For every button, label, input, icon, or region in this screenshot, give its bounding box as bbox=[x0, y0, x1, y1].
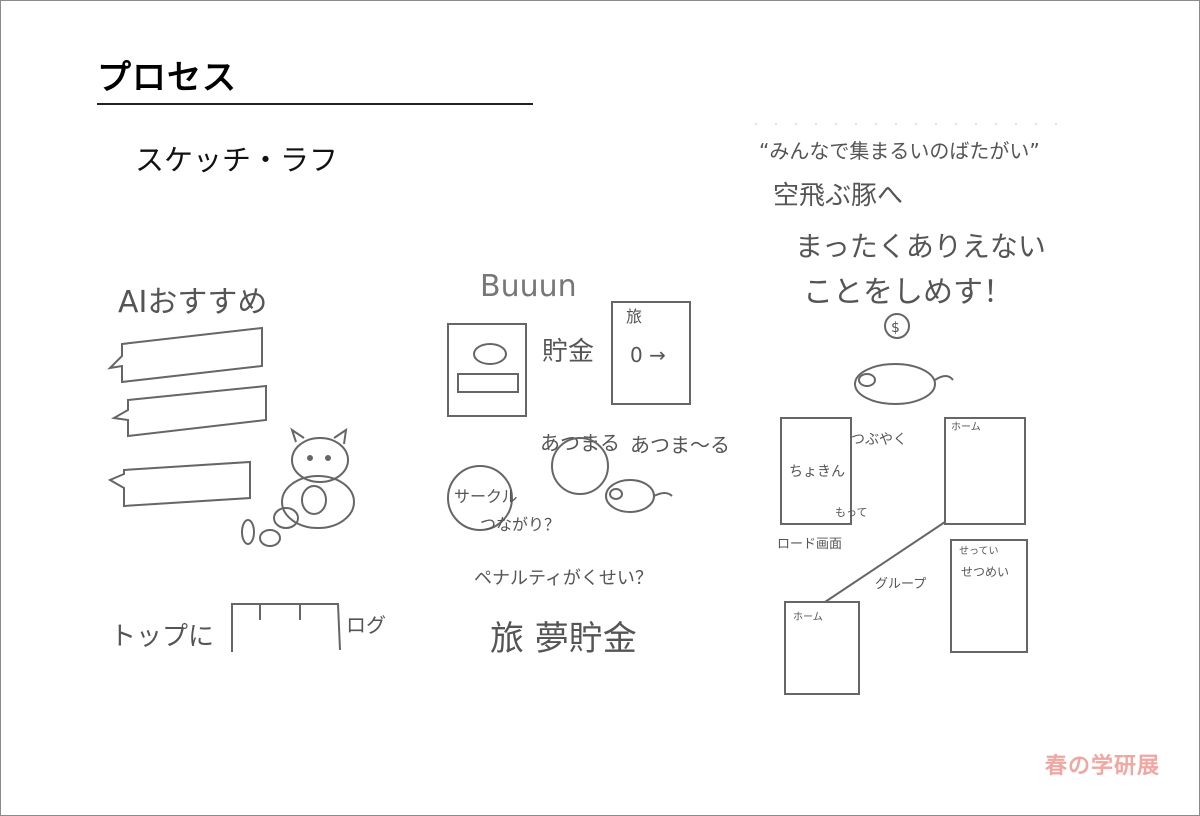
sketch-ai-recommend-drawing: AIおすすめ トップに ログ bbox=[107, 285, 386, 652]
speech-bubble-2 bbox=[110, 384, 267, 438]
gakken-logo: 春の学研展 bbox=[1044, 754, 1160, 779]
screen-header: ホーム bbox=[951, 421, 981, 433]
splash-screen-sketch bbox=[780, 417, 852, 525]
saving-label: 貯金 bbox=[542, 337, 594, 367]
connect-label: つながり？ bbox=[480, 515, 560, 534]
concept-line-4: ことをしめす！ bbox=[803, 275, 1013, 310]
phone-sketch-1 bbox=[447, 323, 527, 417]
sketch-saving-drawing: Buuun 貯金 旅 0 → あつまる あつま～る サークル つながり？ ペナル… bbox=[447, 269, 730, 659]
pig-icon bbox=[241, 427, 355, 547]
slide-title: プロセス bbox=[97, 58, 237, 98]
caption-1: ロード画面 bbox=[777, 537, 842, 552]
circle-sketch-left bbox=[447, 465, 513, 531]
amount-text: 0 → bbox=[630, 343, 666, 367]
settings-header: せってい bbox=[959, 545, 999, 557]
circle-sketch-mid bbox=[551, 437, 609, 495]
pig-icon-small bbox=[605, 479, 673, 513]
tab-label: ログ bbox=[346, 613, 386, 637]
phone-sketch-2 bbox=[611, 301, 691, 405]
settings-body: せつめい bbox=[961, 565, 1009, 579]
card-label: 旅 bbox=[626, 307, 642, 326]
settings-screen-sketch bbox=[950, 539, 1028, 653]
home-screen-sketch bbox=[944, 417, 1026, 525]
tweet-label: つぶやく bbox=[851, 432, 907, 448]
concept-line-1: “みんなで集まるいのばたがい” bbox=[759, 139, 1040, 163]
gather-label: あつまる bbox=[540, 431, 620, 455]
speech-bubble-3 bbox=[107, 460, 251, 508]
title-underline bbox=[97, 103, 533, 105]
splash-text: ちょきん bbox=[789, 464, 845, 480]
flying-pig-icon bbox=[854, 363, 954, 405]
flow-arrow bbox=[824, 521, 946, 603]
home-label: ホーム bbox=[793, 611, 823, 623]
tab-bar-sketch bbox=[231, 603, 341, 652]
sketch-flying-pig-drawing: “みんなで集まるいのばたがい” 空飛ぶ豚へ まったくありえない ことをしめす！ … bbox=[755, 123, 1065, 695]
group-label: グループ bbox=[875, 577, 926, 592]
ai-heading: AIおすすめ bbox=[118, 285, 267, 320]
speech-bubble-1 bbox=[107, 326, 263, 384]
concept-line-3: まったくありえない bbox=[795, 230, 1046, 263]
gather-label-2: あつま～る bbox=[630, 433, 730, 457]
circle-label: サークル bbox=[454, 487, 518, 506]
penalty-label: ペナルティがくせい？ bbox=[474, 568, 653, 589]
logo-sketch: Buuun bbox=[480, 269, 577, 304]
group-screen-sketch bbox=[784, 601, 860, 695]
slide-subtitle: スケッチ・ラフ bbox=[135, 143, 339, 177]
concept-line-2: 空飛ぶ豚へ bbox=[773, 181, 903, 211]
bottom-label: トップに bbox=[110, 622, 214, 652]
coin-symbol: $ bbox=[891, 320, 900, 336]
sketch-ai-recommend: AIおすすめ トップに ログ bbox=[100, 270, 390, 670]
sketch-flying-pig: “みんなで集まるいのばたがい” 空飛ぶ豚へ まったくありえない ことをしめす！ … bbox=[755, 118, 1065, 698]
sketch-saving: Buuun 貯金 旅 0 → あつまる あつま～る サークル つながり？ ペナル… bbox=[440, 250, 730, 670]
caption-2: もって bbox=[835, 506, 867, 519]
footer-label: 旅 夢貯金 bbox=[490, 619, 637, 659]
coin-icon bbox=[884, 313, 910, 339]
